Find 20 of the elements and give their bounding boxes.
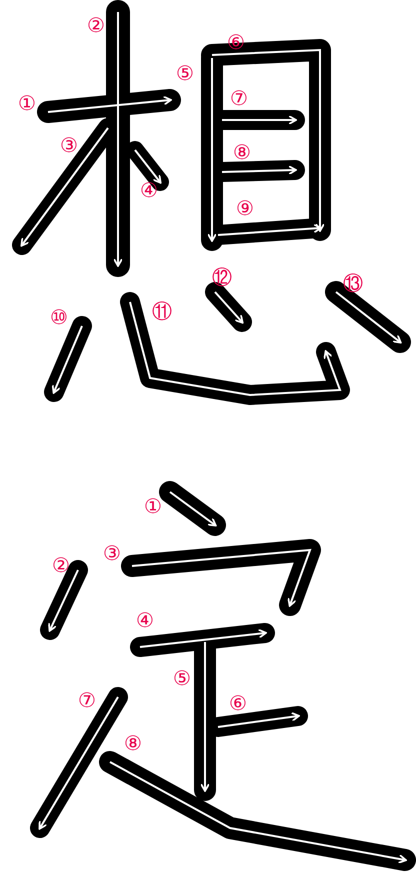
callout-number: ⑧ xyxy=(124,732,142,754)
callout-number: ⑤ xyxy=(176,62,194,84)
callout-number: ⑨ xyxy=(236,197,254,219)
callout-number: ⑧ xyxy=(233,141,251,163)
callout-number: ① xyxy=(144,495,162,517)
callout-number: ⑪ xyxy=(152,300,172,322)
callout-number: ⑬ xyxy=(343,272,363,294)
callout-number: ⑥ xyxy=(229,692,247,714)
callout-number: ⑦ xyxy=(78,689,96,711)
callout-number: ⑫ xyxy=(212,266,232,288)
callout-number: ⑩ xyxy=(50,306,68,328)
callout-number: ① xyxy=(18,92,36,114)
callout-number: ③ xyxy=(103,542,121,564)
callout-number: ② xyxy=(87,14,105,36)
callout-number: ② xyxy=(52,554,70,576)
callout-number: ⑦ xyxy=(230,87,248,109)
callout-number: ⑤ xyxy=(173,667,191,689)
callout-number: ④ xyxy=(136,609,154,631)
callout-number: ③ xyxy=(60,134,78,156)
callout-number: ④ xyxy=(140,179,158,201)
